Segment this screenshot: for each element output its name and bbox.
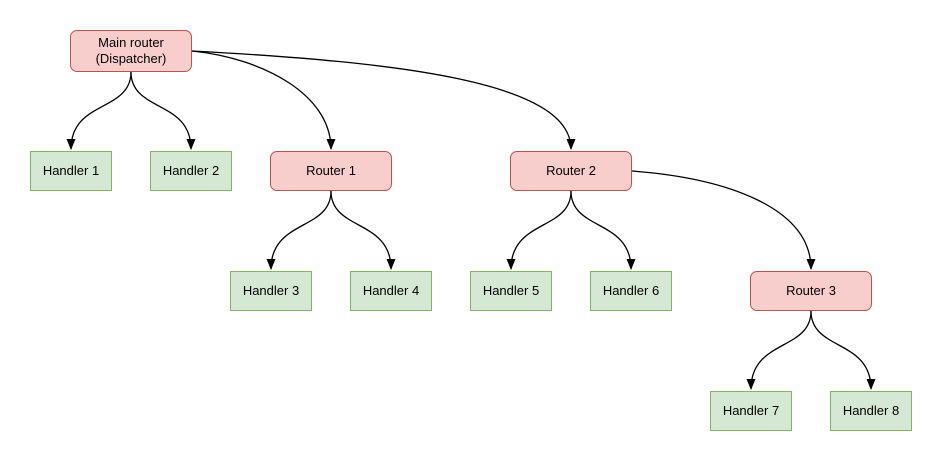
edge-main-router-to-handler-1: [66, 71, 132, 150]
node-router-2-label: Router 2: [546, 163, 596, 178]
edge-router-2-to-router-3: [631, 170, 816, 270]
node-handler-4: Handler 4: [350, 271, 432, 311]
node-handler-7: Handler 7: [710, 391, 792, 431]
node-handler-8: Handler 8: [830, 391, 912, 431]
node-handler-5-label: Handler 5: [482, 283, 540, 298]
node-router-1-label: Router 1: [306, 163, 356, 178]
node-router-3-label: Router 3: [786, 283, 836, 298]
node-main-router: Main router (Dispatcher): [70, 30, 192, 72]
node-handler-3-label: Handler 3: [242, 283, 300, 298]
edge-main-router-to-handler-2: [130, 71, 196, 150]
edge-router-3-to-handler-7: [746, 310, 812, 390]
edge-router-1-to-handler-4: [330, 190, 396, 270]
node-handler-2-label: Handler 2: [162, 163, 220, 178]
node-handler-2: Handler 2: [150, 151, 232, 191]
node-handler-3: Handler 3: [230, 271, 312, 311]
node-router-3: Router 3: [750, 271, 872, 311]
node-handler-1: Handler 1: [30, 151, 112, 191]
edge-router-1-to-handler-3: [266, 190, 332, 270]
edge-router-3-to-handler-8: [810, 310, 876, 390]
node-handler-7-label: Handler 7: [722, 403, 780, 418]
node-main-router-label-line1: Main router: [98, 35, 164, 50]
node-router-2: Router 2: [510, 151, 632, 191]
node-handler-6: Handler 6: [590, 271, 672, 311]
node-handler-6-label: Handler 6: [602, 283, 660, 298]
node-main-router-label-line2: (Dispatcher): [95, 51, 167, 66]
edge-router-2-to-handler-6: [570, 190, 636, 270]
node-handler-5: Handler 5: [470, 271, 552, 311]
node-handler-1-label: Handler 1: [42, 163, 100, 178]
edge-main-router-to-router-1: [191, 50, 336, 150]
node-router-1: Router 1: [270, 151, 392, 191]
node-handler-4-label: Handler 4: [362, 283, 420, 298]
edge-router-2-to-handler-5: [506, 190, 572, 270]
edge-main-router-to-router-2: [191, 50, 576, 150]
node-handler-8-label: Handler 8: [842, 403, 900, 418]
